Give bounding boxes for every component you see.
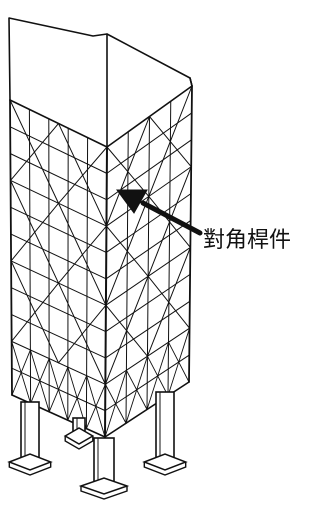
right-face-diagonal-brace [167,327,190,397]
left-corner-column [9,99,13,396]
foundation-column-right [155,391,175,463]
left-face-floor-beam [10,206,107,253]
right-face-diagonal-brace [125,355,148,424]
left-face-floor-beam [10,314,107,359]
braced-frame-grid [9,85,193,438]
left-face-diagonal-brace [58,202,107,306]
left-face-diagonal-brace [58,123,107,227]
diagonal-member-label: 對角桿件 [203,228,291,253]
left-face-column [85,137,89,430]
foundation-column-right-footing [142,453,188,471]
left-face-floor-beam [9,153,108,201]
foundation-column-back-footing-base [64,436,94,450]
pointer-arrow [116,189,203,236]
foundation-column-right-footing-base [143,462,187,476]
left-face-diagonal-brace [11,282,59,342]
right-face-column [146,116,150,410]
foundation-column-left-footing-base [8,462,52,476]
right-face-diagonal-brace [146,341,169,410]
right-face-diagonal-brace [148,195,191,248]
left-face-column [28,108,32,404]
left-face-diagonal-brace [10,123,59,181]
left-face-diagonal-brace [10,202,59,262]
right-face-diagonal-brace [149,116,192,168]
foundation-column-front-footing [78,477,130,495]
right-face-diagonal-brace [105,195,150,306]
foundation-column-left-footing [7,453,53,471]
left-face-diagonal-brace [58,282,106,385]
left-face-diagonal-brace [85,383,106,430]
left-face-diagonal-brace [30,358,50,404]
left-cladding-edge [8,17,11,101]
right-corner-column [188,85,193,383]
right-face-column [167,100,172,397]
left-face-diagonal-brace [67,375,88,421]
upper-cladding [8,17,193,148]
arrow-shaft [140,200,203,236]
center-corner-column [104,146,108,438]
left-face-floor-beam [10,233,107,280]
arrow-head [116,189,148,214]
right-face-diagonal-brace [147,275,191,329]
right-cladding-edge [189,77,193,87]
roof-edge [8,17,193,87]
foundation-column-front-footing-base [80,486,128,500]
right-face-diagonal-brace [105,116,150,227]
foundation-column-left [20,401,40,463]
right-face-column [125,131,129,424]
left-face-diagonal-brace [11,349,31,396]
right-face-diagonal-brace [104,369,127,438]
foundation-columns [7,391,188,500]
left-face-diagonal-brace [48,366,69,413]
left-face-floor-beam [9,126,108,174]
right-face-diagonal-brace [104,275,149,385]
